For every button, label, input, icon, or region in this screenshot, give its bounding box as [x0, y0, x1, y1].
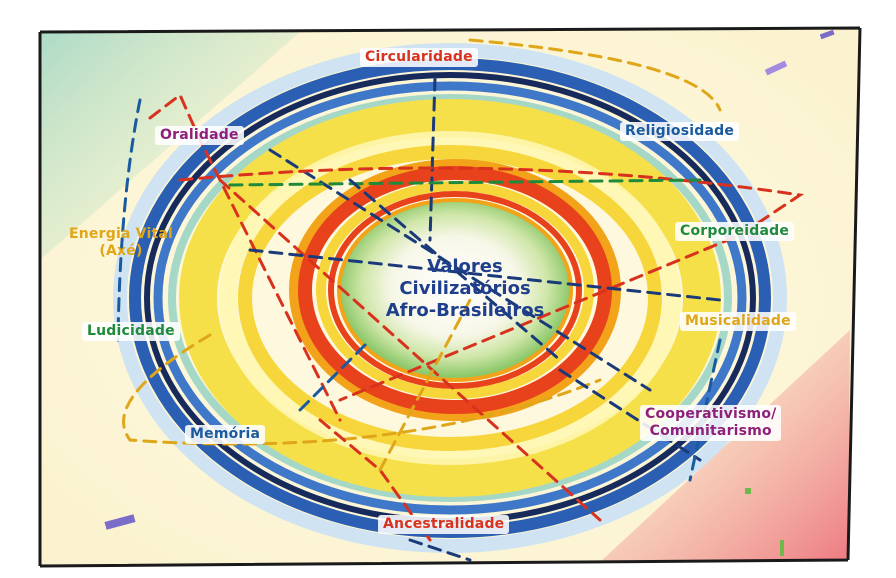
label-cooperativismo-comunitarismo: Cooperativismo/ Comunitarismo: [640, 405, 782, 441]
label-axe-line: (Axé): [99, 243, 143, 259]
label-energia-vital-line: Energia Vital: [69, 226, 173, 242]
label-musicalidade: Musicalidade: [680, 312, 796, 331]
center-title: Valores Civilizatórios Afro-Brasileiros: [335, 256, 595, 322]
label-corporeidade: Corporeidade: [675, 222, 795, 241]
connection-lines: [116, 38, 805, 562]
center-title-line-3: Afro-Brasileiros: [385, 300, 545, 321]
label-ludicidade: Ludicidade: [82, 322, 180, 341]
corner-wash-top-left: [40, 32, 300, 260]
label-ancestralidade: Ancestralidade: [378, 515, 510, 534]
label-circularidade: Circularidade: [360, 48, 478, 67]
center-title-line-1: Valores: [427, 256, 503, 277]
paint-specks: [104, 29, 835, 556]
label-cooperativismo-line: Cooperativismo/: [645, 406, 777, 422]
label-energia-vital: Energia Vital (Axé): [64, 225, 178, 261]
corner-wash-bottom-right: [600, 330, 850, 562]
label-comunitarismo-line: Comunitarismo: [649, 423, 772, 439]
label-religiosidade: Religiosidade: [620, 122, 740, 141]
label-memoria: Memória: [185, 425, 266, 444]
frame-border: [38, 26, 862, 568]
label-oralidade: Oralidade: [155, 126, 244, 145]
center-title-line-2: Civilizatórios: [399, 278, 531, 299]
inner-rings: [289, 159, 621, 421]
